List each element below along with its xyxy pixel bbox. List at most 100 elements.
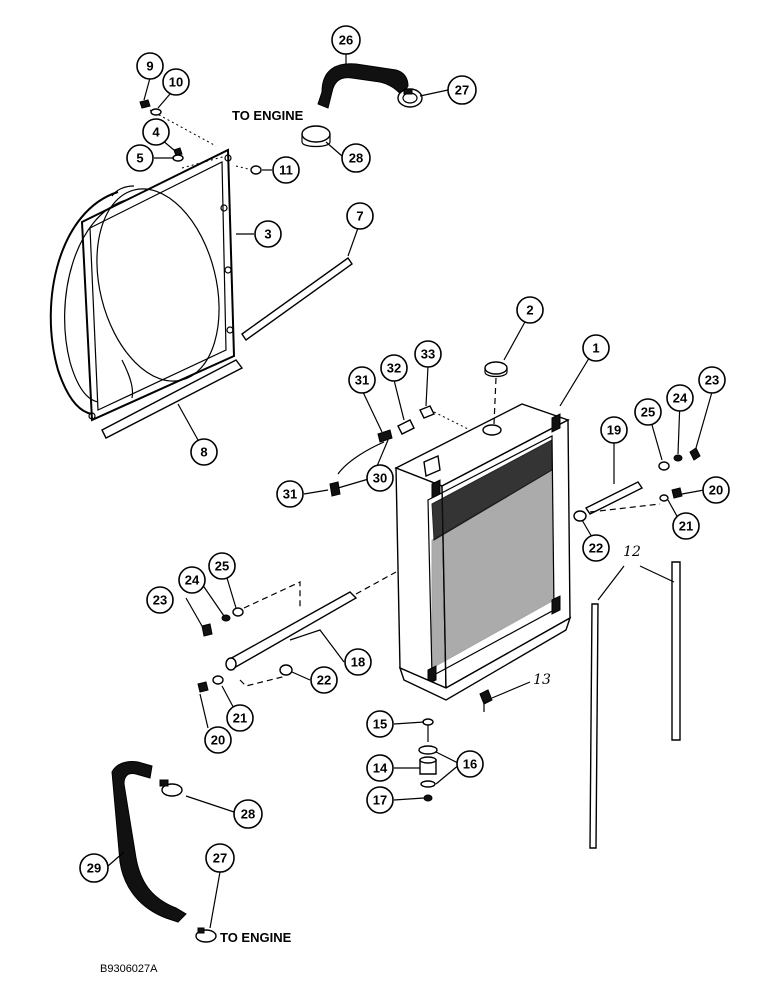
callout-5: 5 (126, 144, 154, 172)
svg-text:21: 21 (679, 519, 693, 534)
svg-text:22: 22 (317, 673, 331, 688)
svg-text:18: 18 (351, 655, 365, 670)
seal-strip-12-left (589, 603, 599, 849)
svg-text:21: 21 (233, 711, 247, 726)
drain-valve-13 (479, 689, 493, 712)
bolt-20-left (197, 681, 209, 693)
callout-4: 4 (142, 118, 170, 146)
washer-25-right (658, 461, 670, 471)
svg-text:27: 27 (213, 851, 227, 866)
svg-text:30: 30 (373, 471, 387, 486)
svg-text:7: 7 (356, 209, 363, 224)
bolt-9 (139, 99, 151, 109)
callout-1: 1 (582, 334, 610, 362)
svg-text:31: 31 (283, 487, 297, 502)
radiator-cap (484, 361, 508, 378)
svg-text:24: 24 (673, 391, 688, 406)
svg-text:14: 14 (373, 761, 388, 776)
svg-text:3: 3 (264, 227, 271, 242)
svg-text:4: 4 (152, 125, 160, 140)
bolt-20-right (671, 487, 683, 499)
svg-text:23: 23 (153, 593, 167, 608)
hose-clamp-27-top (397, 88, 423, 108)
to-engine-label-bottom: TO ENGINE (220, 930, 292, 945)
svg-text:20: 20 (709, 483, 723, 498)
callout-16: 16 (456, 750, 484, 778)
washer-5 (172, 154, 184, 162)
callout-28-top: 28 (341, 143, 371, 173)
callout-26: 26 (331, 25, 361, 55)
nut-11 (250, 165, 262, 175)
callout-33: 33 (414, 340, 442, 368)
callout-30: 30 (366, 464, 394, 492)
callout-17: 17 (366, 786, 394, 814)
callout-27-top: 27 (447, 75, 477, 105)
washer-16-top (418, 745, 438, 755)
washer-21-right (659, 494, 669, 502)
callout-23-left: 23 (146, 586, 174, 614)
callout-9: 9 (136, 52, 164, 80)
isolator-14 (419, 756, 437, 775)
svg-text:25: 25 (641, 405, 655, 420)
svg-text:17: 17 (373, 793, 387, 808)
callout-15: 15 (366, 710, 394, 738)
callout-13: 13 (533, 672, 551, 688)
bushing-22-left (279, 664, 293, 676)
svg-text:33: 33 (421, 347, 435, 362)
callout-20-left: 20 (204, 726, 232, 754)
elbow-fitting-32 (397, 419, 415, 435)
svg-text:24: 24 (185, 573, 200, 588)
mount-bolt-15 (422, 718, 434, 742)
svg-text:22: 22 (589, 541, 603, 556)
callout-24-left: 24 (178, 566, 206, 594)
callout-18: 18 (344, 648, 372, 676)
hose-clamp-28-bottom (159, 779, 183, 797)
callout-11: 11 (272, 156, 300, 184)
callout-21-left: 21 (226, 704, 254, 732)
callout-3: 3 (254, 220, 282, 248)
svg-text:31: 31 (355, 373, 369, 388)
callout-31-bottom: 31 (276, 480, 304, 508)
callout-22-left: 22 (310, 666, 338, 694)
svg-text:8: 8 (200, 445, 207, 460)
washer-21-left (212, 675, 224, 685)
nut-24-right (673, 454, 683, 462)
fitting-33 (419, 405, 435, 419)
callout-12: 12 (623, 544, 641, 560)
callout-8: 8 (190, 438, 218, 466)
washer-16-bottom (420, 780, 436, 788)
callout-25-left: 25 (208, 552, 236, 580)
nut-24-left (221, 614, 231, 622)
callout-25-right: 25 (634, 398, 662, 426)
fitting-31-upper (377, 429, 393, 443)
hose-clamp-27-bottom (195, 927, 217, 943)
svg-text:26: 26 (339, 33, 353, 48)
callout-21-right: 21 (672, 512, 700, 540)
nut-17 (423, 794, 433, 802)
svg-text:23: 23 (705, 373, 719, 388)
callout-31-top: 31 (348, 366, 376, 394)
support-bar-18 (225, 591, 358, 671)
bolt-23-right (689, 447, 701, 461)
seal-strip-7 (241, 257, 353, 341)
support-bar-19 (584, 481, 644, 515)
svg-text:19: 19 (607, 423, 621, 438)
callout-28-bottom: 28 (233, 799, 263, 829)
seal-strip-12-right (671, 561, 681, 741)
svg-text:2: 2 (526, 303, 533, 318)
radiator (394, 403, 572, 701)
to-engine-label-top: TO ENGINE (232, 108, 304, 123)
callout-20-right: 20 (702, 476, 730, 504)
fan-shroud (49, 148, 236, 422)
svg-text:27: 27 (455, 83, 469, 98)
callout-32: 32 (380, 354, 408, 382)
callouts: 9 10 4 5 11 3 7 8 26 27 28 2 1 33 32 31 … (79, 25, 730, 883)
callout-10: 10 (162, 68, 190, 96)
washer-25-left (232, 607, 244, 617)
svg-text:9: 9 (146, 59, 153, 74)
callout-29: 29 (79, 853, 109, 883)
lower-hose (111, 761, 187, 923)
svg-text:28: 28 (241, 807, 255, 822)
svg-text:10: 10 (169, 75, 183, 90)
